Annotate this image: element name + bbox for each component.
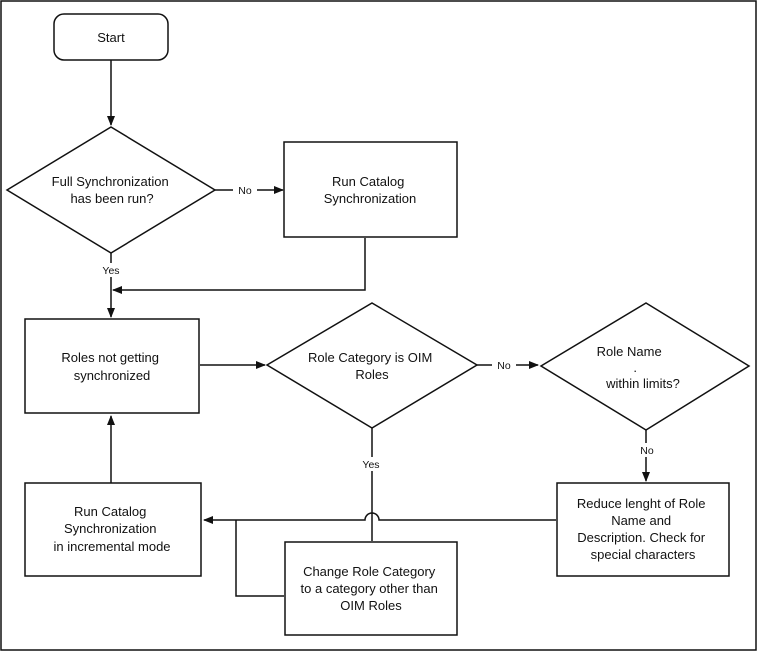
full-sync-decision <box>5 126 217 254</box>
start-terminal <box>53 13 169 61</box>
change-category-label: Change Role Category to a category other… <box>301 564 442 613</box>
connectors <box>107 60 650 597</box>
shapes <box>5 13 751 636</box>
edge-label-category-no: No <box>497 360 511 372</box>
run-catalog-incremental-label: Run Catalog Synchronization in increment… <box>53 504 170 554</box>
edge-reduce-to-incremental <box>203 512 556 524</box>
edge-label-backgrounds <box>99 183 657 471</box>
reduce-length-box <box>556 482 730 577</box>
run-catalog-incremental-box <box>24 482 202 577</box>
roles-not-synced-label: Roles not getting synchronized <box>61 350 162 383</box>
reduce-length-label: Reduce lenght of Role Name and Descripti… <box>577 496 709 562</box>
start-label: Start <box>97 30 125 45</box>
role-name-decision <box>539 302 751 431</box>
roles-not-synced-box <box>24 318 200 414</box>
edge-label-full-sync-yes: Yes <box>102 265 119 277</box>
role-category-question: Role Category is OIM Roles <box>308 350 436 382</box>
run-catalog-sync-box <box>283 141 458 238</box>
edge-catalog-sync-merge <box>112 238 366 294</box>
edge-label-category-yes: Yes <box>362 459 379 471</box>
change-category-box <box>284 541 458 636</box>
run-catalog-sync-label: Run Catalog Synchronization <box>324 174 417 206</box>
role-name-question: Role Name . within limits? <box>597 344 680 391</box>
role-category-decision <box>265 302 479 429</box>
full-sync-question: Full Synchronization has been run? <box>52 174 173 206</box>
edge-label-full-sync-no: No <box>238 185 252 197</box>
edge-change-category-back <box>235 520 284 597</box>
edge-label-role-name-no: No <box>640 445 654 457</box>
